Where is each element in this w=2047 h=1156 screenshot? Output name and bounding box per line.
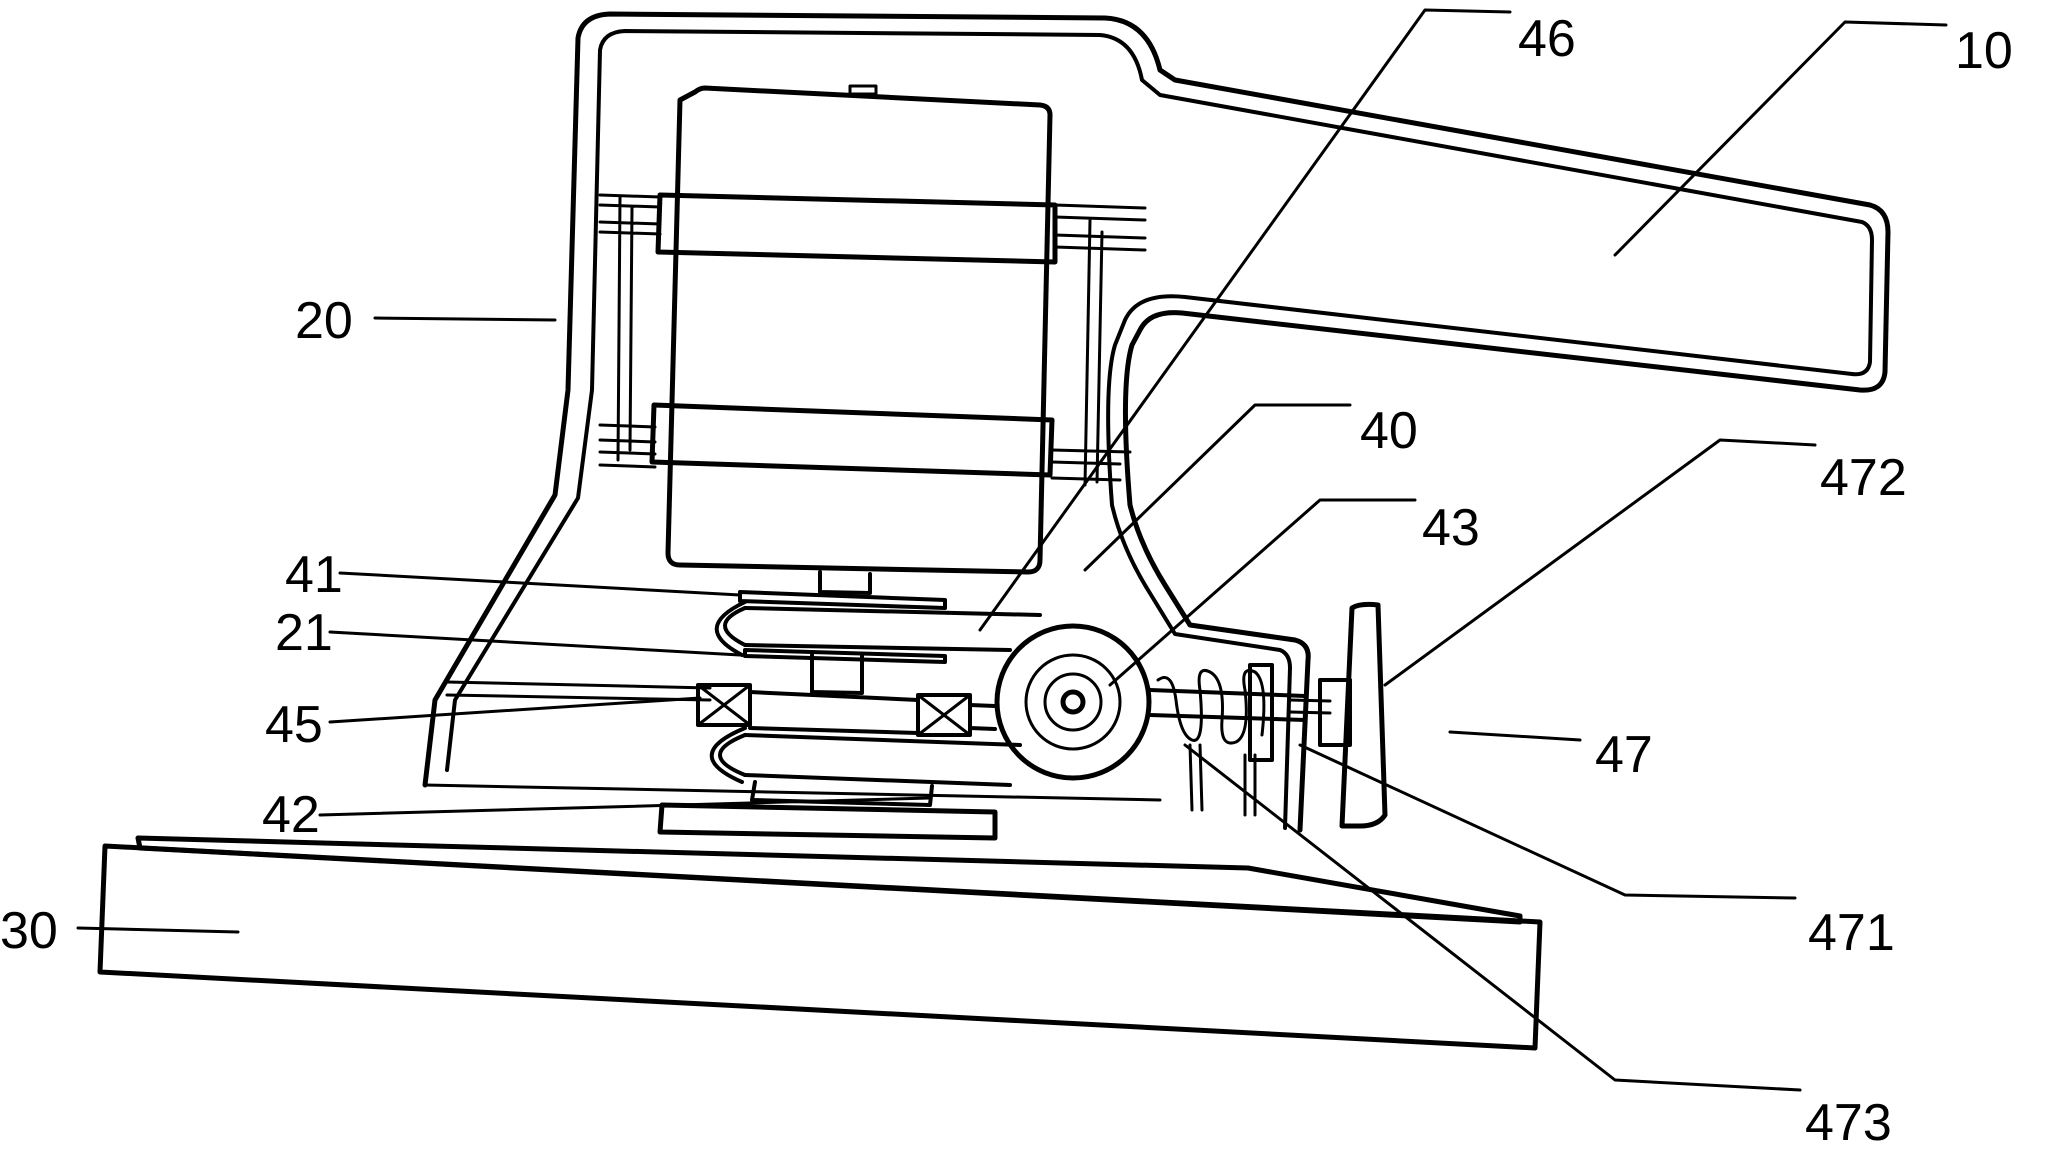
transmission [698, 592, 1149, 785]
label-43: 43 [1422, 499, 1480, 557]
label-471: 471 [1808, 904, 1895, 962]
label-30: 30 [0, 902, 58, 960]
label-46: 46 [1518, 10, 1576, 68]
label-42: 42 [262, 786, 320, 844]
housing [425, 14, 1888, 830]
label-20: 20 [295, 292, 353, 350]
label-473: 473 [1805, 1094, 1892, 1152]
leader-lines [78, 10, 1946, 1090]
label-47: 47 [1595, 726, 1653, 784]
label-41: 41 [285, 546, 343, 604]
motor [600, 86, 1145, 693]
label-21: 21 [275, 604, 333, 662]
label-40: 40 [1360, 402, 1418, 460]
label-472: 472 [1820, 449, 1907, 507]
label-10: 10 [1955, 22, 2013, 80]
label-45: 45 [265, 696, 323, 754]
